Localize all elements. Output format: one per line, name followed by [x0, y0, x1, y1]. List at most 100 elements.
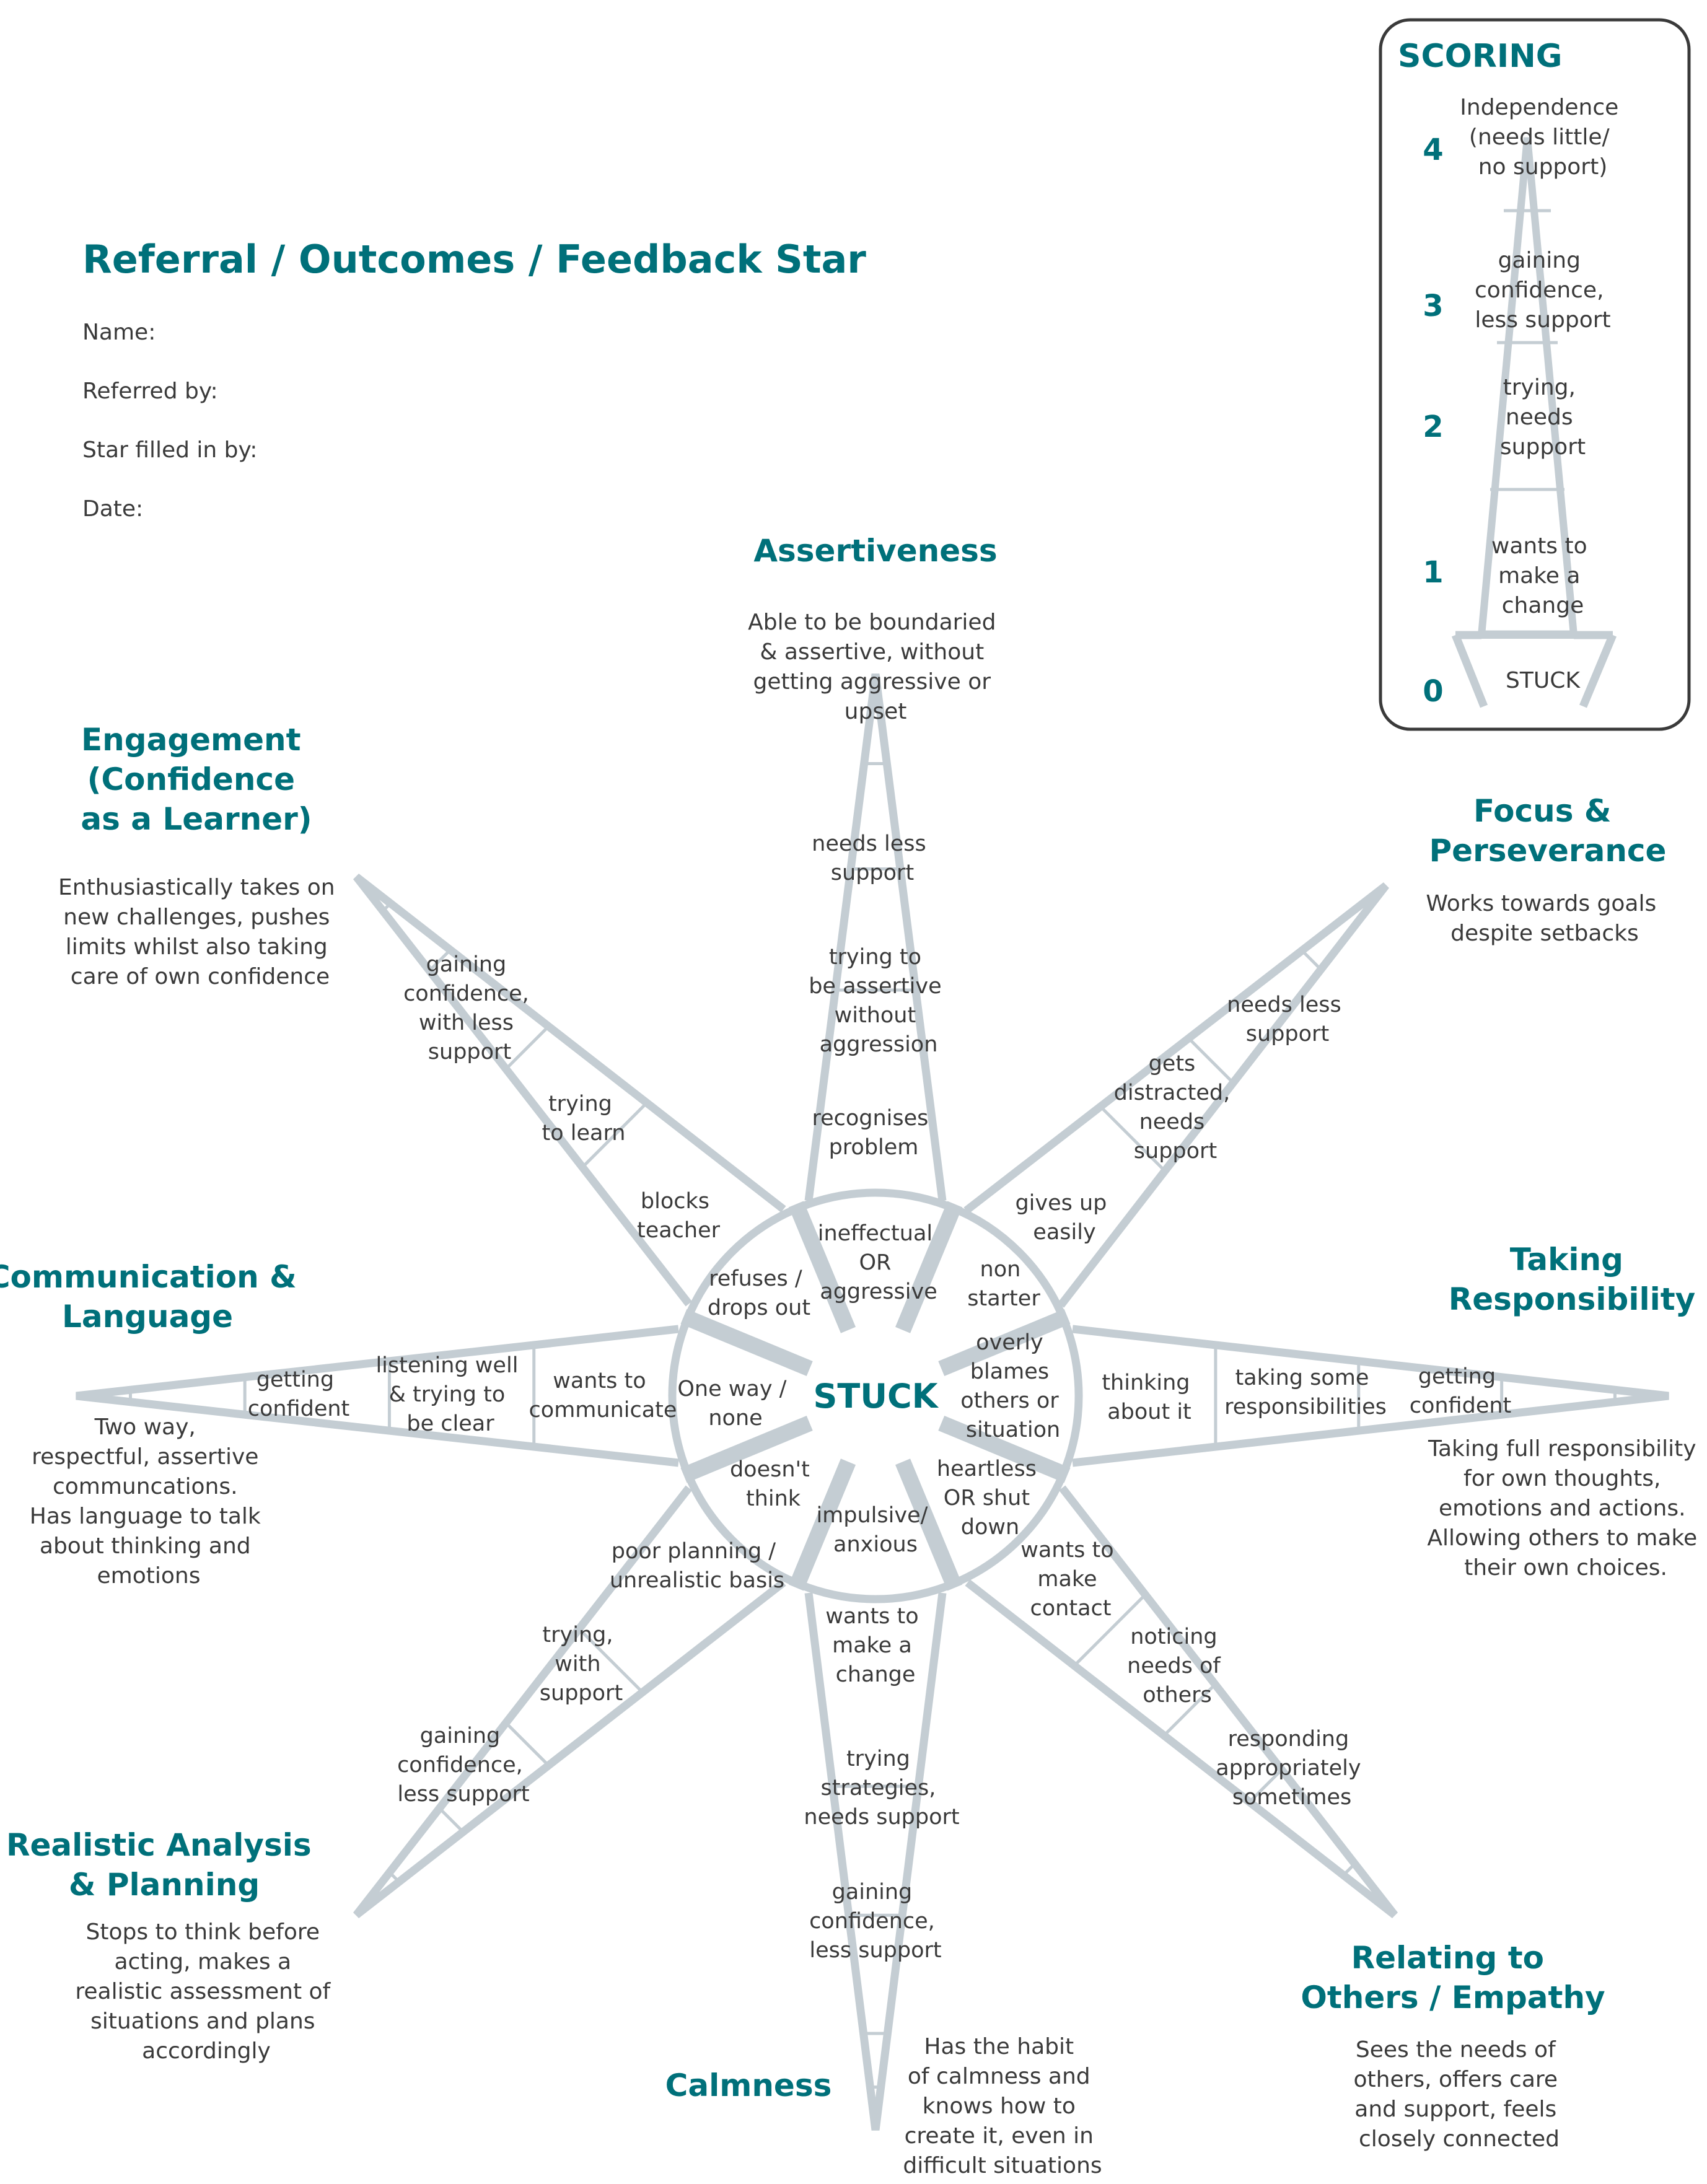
desc-assertiveness: Able to be boundaried & assertive, witho…	[748, 610, 1003, 724]
analysis-level-divider	[437, 1806, 465, 1834]
relating-level-3: responding appropriately sometimes	[1216, 1727, 1368, 1810]
score-4-number: 4	[1423, 133, 1443, 167]
center-divider	[680, 1309, 813, 1377]
score-1-description: wants to make a change	[1491, 533, 1594, 618]
label-engagement: Engagement (Confidence as a Learner)	[81, 722, 312, 837]
engagement-level-divider	[380, 901, 393, 913]
analysis-level-divider	[387, 1870, 402, 1884]
desc-communication-language: Two way, respectful, assertive communcat…	[30, 1414, 268, 1589]
outcomes-star: STUCK	[76, 673, 1669, 2131]
responsibility-level-3: getting confident	[1410, 1364, 1512, 1418]
star-center-ring	[668, 1188, 1083, 1603]
relating-level-divider	[1072, 1592, 1148, 1668]
star-center-dividers	[680, 1201, 1071, 1591]
responsibility-level-0: overly blames others or situation	[960, 1330, 1066, 1442]
score-3-number: 3	[1423, 289, 1443, 323]
label-communication-language: Communication & Language	[0, 1259, 307, 1335]
analysis-level-2: trying, with support	[540, 1623, 623, 1706]
score-1-number: 1	[1423, 555, 1443, 590]
field-referred-by-label: Referred by:	[82, 379, 218, 404]
label-realistic-analysis: Realistic Analysis & Planning	[6, 1827, 322, 1903]
assertiveness-level-0: ineffectual OR aggressive	[818, 1221, 940, 1304]
calmness-level-0: impulsive/ anxious	[816, 1503, 934, 1557]
center-divider	[680, 1415, 813, 1483]
analysis-level-1: poor planning / unrealistic basis	[610, 1539, 784, 1593]
communication-level-2: listening well & trying to be clear	[375, 1353, 525, 1436]
analysis-level-divider	[577, 1626, 645, 1695]
calmness-level-2: trying strategies, needs support	[804, 1747, 959, 1830]
score-0-number: 0	[1423, 674, 1443, 709]
focus-level-divider	[1187, 1036, 1235, 1085]
relating-level-2: noticing needs of others	[1127, 1625, 1227, 1708]
assertiveness-arm	[804, 673, 947, 1201]
assertiveness-level-3: needs less support	[812, 831, 933, 885]
score-4-description: Independence (needs little/ no support)	[1460, 95, 1625, 180]
analysis-level-3: gaining confidence, less support	[397, 1724, 530, 1807]
desc-relating-empathy: Sees the needs of others, offers care an…	[1354, 2037, 1565, 2152]
label-taking-responsibility: Taking Responsibility	[1449, 1242, 1696, 1317]
star-arms	[76, 673, 1669, 2131]
communication-level-0: One way / none	[677, 1377, 793, 1431]
desc-taking-responsibility: Taking full responsibility for own thoug…	[1427, 1436, 1704, 1581]
focus-arm	[963, 882, 1389, 1308]
center-divider	[938, 1309, 1071, 1377]
desc-calmness: Has the habit of calmness and knows how …	[903, 2034, 1102, 2178]
focus-level-3: needs less support	[1227, 993, 1348, 1046]
label-relating-empathy: Relating to Others / Empathy	[1301, 1940, 1605, 2015]
desc-realistic-analysis: Stops to think before acting, makes a re…	[75, 1919, 337, 2064]
score-2-description: trying, needs support	[1500, 375, 1586, 460]
scoring-box	[1379, 18, 1691, 731]
communication-level-1: wants to communicate	[529, 1369, 677, 1423]
focus-level-divider	[1300, 948, 1323, 971]
score-3-description: gaining confidence, less support	[1475, 248, 1611, 333]
scoring-title: SCORING	[1398, 38, 1562, 75]
relating-level-0: heartless OR shut down	[937, 1457, 1043, 1540]
center-divider	[788, 1458, 856, 1591]
analysis-arm	[353, 1485, 786, 1919]
field-name-label: Name:	[82, 320, 156, 345]
relating-level-divider	[1162, 1682, 1218, 1738]
page-title: Referral / Outcomes / Feedback Star	[82, 237, 866, 282]
field-date-label: Date:	[82, 496, 143, 522]
center-divider	[938, 1415, 1071, 1483]
engagement-level-divider	[504, 1024, 551, 1071]
analysis-level-divider	[504, 1721, 551, 1768]
responsibility-level-1: thinking about it	[1102, 1370, 1196, 1424]
desc-engagement: Enthusiastically takes on new challenges…	[58, 875, 342, 989]
assertiveness-level-2: trying to be assertive without aggressio…	[809, 945, 949, 1057]
star-level-labels: ineffectual OR aggressive recognises pro…	[248, 831, 1512, 1963]
center-divider	[788, 1201, 856, 1333]
field-star-filled-label: Star filled in by:	[82, 437, 257, 463]
label-focus-perseverance: Focus & Perseverance	[1429, 793, 1667, 869]
label-assertiveness: Assertiveness	[753, 533, 997, 569]
center-divider	[895, 1201, 963, 1333]
score-0-description: STUCK	[1506, 668, 1581, 693]
engagement-level-0: refuses / drops out	[708, 1266, 810, 1320]
relating-level-divider	[1247, 1768, 1284, 1804]
calmness-level-1: wants to make a change	[825, 1604, 926, 1687]
focus-level-1: gives up easily	[1015, 1191, 1113, 1245]
engagement-level-2: trying to learn	[542, 1092, 626, 1146]
relating-level-1: wants to make contact	[1020, 1538, 1121, 1621]
engagement-arm	[353, 873, 786, 1307]
scoring-spike	[1477, 137, 1578, 639]
scoring-spike-leg-left	[1451, 633, 1488, 708]
star-center-label: STUCK	[813, 1377, 939, 1416]
focus-level-divider	[1098, 1104, 1167, 1173]
engagement-level-divider	[580, 1100, 649, 1170]
desc-focus-perseverance: Works towards goals despite setbacks	[1426, 891, 1663, 946]
analysis-level-0: doesn't think	[730, 1457, 817, 1511]
engagement-level-1: blocks teacher	[637, 1189, 721, 1243]
communication-arm	[76, 1325, 679, 1467]
communication-level-3: getting confident	[248, 1367, 350, 1421]
engagement-level-divider	[427, 947, 452, 973]
calmness-level-3: gaining confidence, less support	[809, 1880, 942, 1963]
scoring-key: SCORING 4 3 2 1 0 Independence (needs li…	[1379, 18, 1691, 731]
center-divider	[895, 1458, 963, 1591]
focus-level-2: gets distracted, needs support	[1114, 1051, 1237, 1164]
engagement-level-3: gaining confidence, with less support	[403, 952, 536, 1064]
score-2-number: 2	[1423, 410, 1443, 444]
calmness-arm	[804, 1592, 947, 2131]
responsibility-level-2: taking some responsibilities	[1224, 1366, 1387, 1419]
